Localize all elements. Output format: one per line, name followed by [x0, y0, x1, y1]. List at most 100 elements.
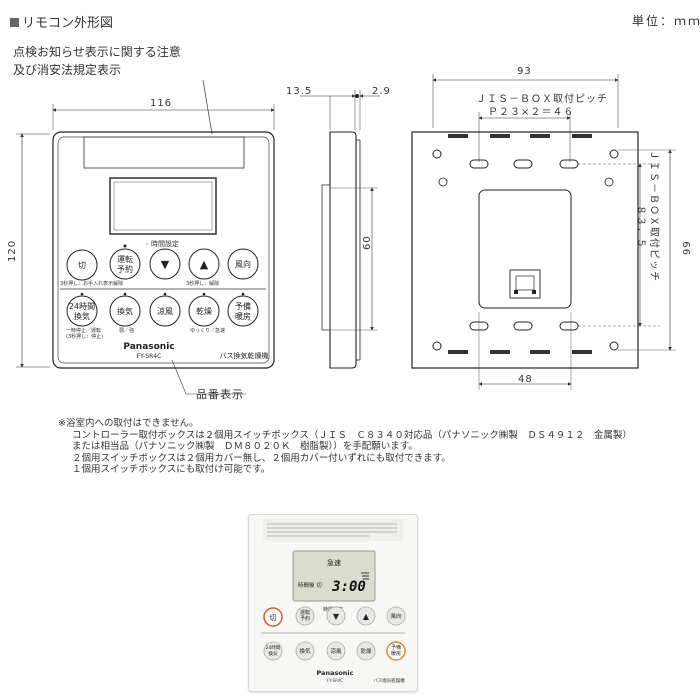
- photo-dry-label: 乾燥: [360, 647, 372, 655]
- photo-run-reserve-label1: 運転: [300, 610, 310, 616]
- front-dry-button[interactable]: [188, 295, 220, 327]
- photo-mode-text: 急速: [327, 558, 341, 567]
- title-square-icon: [10, 18, 19, 27]
- jis-pitch-label: ＪＩＳ－ＢＯＸ取付ピッチ: [476, 94, 608, 105]
- unit-label: 単位：ｍｍ: [632, 14, 700, 28]
- photo-preheat-label2: 暖房: [391, 650, 401, 657]
- photo-down-label: ▼: [333, 612, 340, 621]
- note-line-4: １個用スイッチボックスにも取付け可能です。: [72, 464, 271, 475]
- front-preheat-label1: 予備: [235, 301, 251, 311]
- photo-off-button[interactable]: [263, 607, 283, 627]
- front-run-reserve-button[interactable]: [109, 248, 141, 280]
- inspection-note-line1: 点検お知らせ表示に関する注意: [13, 45, 181, 59]
- note-line-1: コントローラー取付ボックスは２個用スイッチボックス（ＪＩＳ Ｃ８３４０対応品（パ…: [72, 429, 632, 441]
- photo-dry-button[interactable]: [356, 641, 376, 661]
- front-off-sublabel: 3秒押し：お手入れ表示解除: [60, 280, 123, 287]
- photo-wind-direction-button[interactable]: [386, 606, 406, 626]
- front-brand-logo: Panasonic: [123, 342, 174, 352]
- front-body-outline: [52, 131, 275, 369]
- side-view: [300, 90, 380, 369]
- diagram-title-text: リモコン外形図: [22, 16, 114, 31]
- photo-wind-direction-label: 風向: [390, 612, 401, 620]
- photo-24h-label2: 換気: [269, 650, 278, 657]
- front-wind-direction-button[interactable]: [227, 248, 259, 280]
- front-wind-direction-label: 風向: [235, 259, 251, 269]
- diagram-title: リモコン外形図: [10, 12, 113, 31]
- back-terminal: [509, 269, 541, 299]
- front-vent-sublabel: 弱／強: [119, 327, 134, 334]
- back-view: [411, 74, 676, 390]
- inspection-note-line2: 及び消安法規定表示: [13, 63, 122, 77]
- back-width-dim: 93: [517, 66, 532, 77]
- front-24h-sublabel1: 一時停止／運転: [66, 327, 101, 334]
- note-leader-line: [202, 79, 213, 135]
- front-view: 時間設定 切 運転 予約 ▼ ▲ 風向 3秒押し：お手入れ表示解除 3秒押し：解…: [16, 104, 275, 395]
- front-vent-label: 換気: [117, 306, 133, 316]
- front-dry-sublabel: ゆっくり／急速: [190, 327, 225, 334]
- front-down-label: ▼: [161, 258, 170, 271]
- photo-preheat-label1: 予備: [391, 644, 401, 651]
- front-off-sublabel2: 3秒押し：解除: [186, 280, 219, 287]
- photo-timer-value: 3:00: [331, 579, 366, 595]
- photo-timer-label: 時間後 切: [298, 581, 322, 589]
- front-lcd: [109, 177, 217, 235]
- side-depth-dim: 13.5: [286, 86, 313, 97]
- front-preheat-label2: 暖房: [235, 311, 251, 321]
- front-off-label: 切: [78, 261, 86, 270]
- photo-brand-logo: Panasonic: [316, 669, 353, 677]
- photo-24h-label1: 24時間: [266, 645, 281, 651]
- note-line-0: ※浴室内への取付はできません。: [58, 418, 199, 429]
- side-mount-plate: [321, 184, 331, 331]
- photo-preheat-button[interactable]: [386, 641, 406, 661]
- back-recess: [478, 189, 572, 309]
- back-body-outline: [411, 131, 639, 369]
- note-line-2: または相当品（パナソニック㈱製 ＤＭ８０２０Ｋ 樹脂製））を手配願います。: [72, 441, 418, 452]
- front-vent-button[interactable]: [109, 295, 141, 327]
- front-24h-button[interactable]: [66, 295, 98, 327]
- photo-down-button[interactable]: [326, 606, 346, 626]
- photo-24h-button[interactable]: [263, 641, 283, 661]
- photo-lcd: [292, 550, 376, 602]
- front-model-number: FY-SR4C: [137, 353, 162, 360]
- photo-product-name: バス換気乾燥機: [373, 677, 405, 684]
- front-label-area: [83, 136, 245, 169]
- photo-run-reserve-label2: 予約: [300, 615, 310, 622]
- front-24h-sublabel2: (3秒押し：停止): [66, 333, 103, 340]
- jis-pitch-value: Ｐ２３×２＝４６: [488, 107, 575, 118]
- front-up-button[interactable]: [188, 248, 220, 280]
- front-24h-label1: 24時間: [69, 302, 95, 311]
- front-dry-label: 乾燥: [196, 306, 212, 316]
- photo-cool-button[interactable]: [326, 641, 346, 661]
- front-run-reserve-label1: 運転: [117, 255, 133, 264]
- front-preheat-button[interactable]: [227, 295, 259, 327]
- inspection-note: 点検お知らせ表示に関する注意 及び消安法規定表示: [13, 43, 181, 79]
- back-bottom-dim: 48: [518, 374, 533, 385]
- technical-drawing: 時間設定 切 運転 予約 ▼ ▲ 風向 3秒押し：お手入れ表示解除 3秒押し：解…: [16, 74, 676, 395]
- front-up-label: ▲: [200, 258, 209, 271]
- product-photo: 急速 時間後 切 3:00 時間設定 切 運転 予約 ▼ ▲ 風向 24時間 換…: [248, 514, 418, 692]
- product-photo-drawing: 急速 時間後 切 3:00 時間設定 切 運転 予約 ▼ ▲ 風向 24時間 換…: [249, 515, 417, 691]
- photo-up-label: ▲: [363, 612, 370, 621]
- photo-cool-label: 涼風: [330, 647, 342, 655]
- part-number-label: 品番表示: [196, 388, 244, 401]
- photo-model-number: FY-SR4C: [327, 678, 344, 683]
- side-body-outline: [329, 131, 357, 369]
- photo-vent-button[interactable]: [295, 641, 315, 661]
- front-off-button[interactable]: [66, 249, 98, 281]
- note-line-3: ２個用スイッチボックスは２個用カバー無し、２個用カバー付いずれにも取付できます。: [72, 452, 451, 464]
- side-lip-dim: 2.9: [372, 86, 391, 97]
- front-width-dim: 116: [150, 98, 173, 109]
- front-down-button[interactable]: [149, 248, 181, 280]
- front-time-setting: 時間設定: [151, 239, 179, 248]
- front-24h-label2: 換気: [74, 311, 90, 321]
- photo-up-button[interactable]: [356, 606, 376, 626]
- photo-off-label: 切: [270, 614, 277, 622]
- front-cool-button[interactable]: [149, 295, 181, 327]
- photo-vent-label: 換気: [299, 647, 311, 655]
- photo-run-reserve-button[interactable]: [295, 606, 315, 626]
- part-number-leader: [171, 359, 187, 395]
- front-run-reserve-label2: 予約: [117, 264, 133, 274]
- front-cool-label: 涼風: [157, 306, 173, 316]
- front-product-name: バス換気乾燥機: [220, 351, 269, 360]
